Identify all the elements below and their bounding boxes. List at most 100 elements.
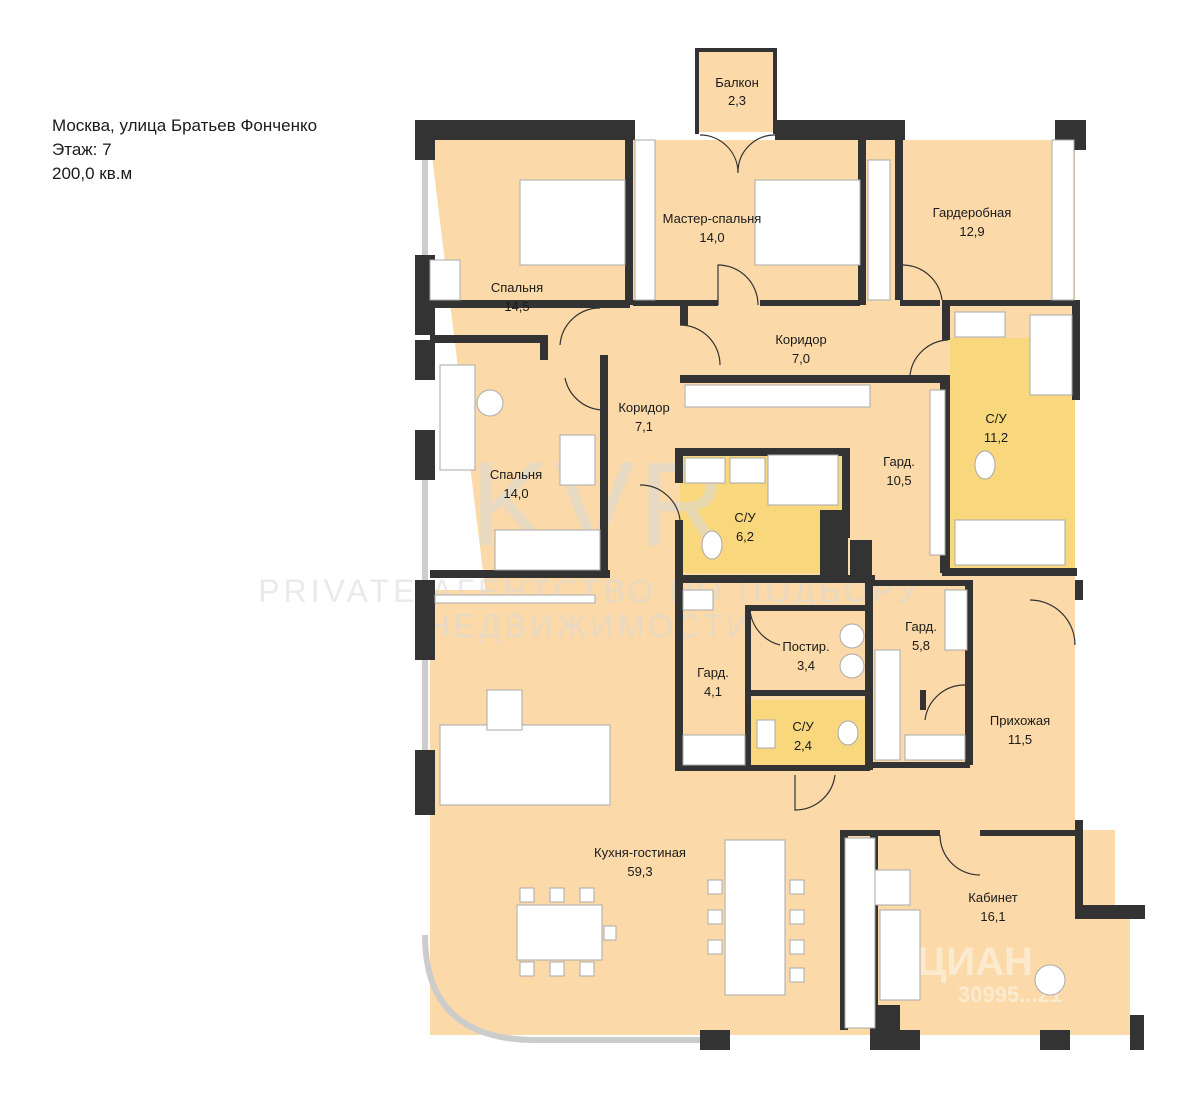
wardrobe-4-1-bottom [682, 734, 746, 766]
wall-master-bottom [633, 300, 718, 306]
wardrobe-10-5 [684, 384, 871, 408]
room-corridor2-area: 7,1 [635, 419, 653, 434]
wall-master-bottom-2 [760, 300, 860, 306]
office-armchair [1034, 964, 1066, 996]
room-balcony-area: 2,3 [728, 93, 746, 108]
bed-master [754, 179, 861, 266]
wall-top-left [415, 120, 635, 140]
wall-postir-bottom [745, 690, 865, 696]
floor-text: Этаж: 7 [52, 140, 112, 159]
door-su-2-4 [794, 774, 836, 811]
kitchen-counter [844, 837, 876, 1029]
room-labels: Балкон 2,3 Мастер-спальня 14,0 Гардеробн… [490, 75, 1050, 924]
total-area-text: 200,0 кв.м [52, 164, 133, 183]
walls [415, 48, 1145, 1050]
chair [789, 967, 805, 983]
sink-6-2-b [729, 457, 766, 484]
chair [519, 887, 535, 903]
chair [549, 961, 565, 977]
wall-gard58-bottom [870, 762, 970, 768]
sofa-corner [439, 724, 611, 806]
chair [789, 939, 805, 955]
room-gard-10-5-name: Гард. [883, 454, 915, 469]
wall-right-5 [1075, 905, 1145, 919]
sink-6-2-a [684, 457, 726, 484]
wall-left-1 [415, 120, 435, 160]
door-spalnya [559, 307, 601, 346]
floor-balcony [697, 52, 777, 132]
wall-su62-left [675, 448, 683, 483]
wall-spalnya2-right-top [540, 335, 548, 360]
wall-right-3 [1075, 580, 1083, 600]
wall-su-bottom [942, 568, 1077, 576]
room-gard-5-8-area: 5,8 [912, 638, 930, 653]
wall-left-5 [415, 580, 435, 660]
wall-master-right [858, 140, 866, 305]
wall-left-thin-2 [422, 480, 428, 580]
chair [579, 961, 595, 977]
wall-gard58-top [870, 580, 970, 586]
wall-corridor-mid [680, 375, 945, 383]
wardrobe-spalnya-bottom [429, 259, 461, 301]
wall-su62-right [842, 448, 850, 538]
room-postir-name: Постир. [782, 639, 829, 654]
room-spalnya2-area: 14,0 [503, 486, 528, 501]
chair [519, 961, 535, 977]
balcony-right [773, 48, 777, 134]
room-kabinet-area: 16,1 [980, 909, 1005, 924]
room-su-11-2-name: С/У [985, 411, 1007, 426]
wall-su-left [942, 300, 950, 340]
wall-gard41-bottom [675, 765, 755, 771]
wall-su24-bottom [745, 765, 870, 771]
room-prihozh-name: Прихожая [990, 713, 1050, 728]
room-balcony-name: Балкон [715, 75, 759, 90]
washer-2 [839, 653, 865, 679]
door-balcony [699, 134, 776, 174]
wall-left-3 [415, 340, 435, 380]
chair [579, 887, 595, 903]
toilet-6-2 [701, 530, 723, 560]
room-gard-10-5-area: 10,5 [886, 473, 911, 488]
wall-shaft-2 [850, 540, 872, 575]
wall-su62-left-2 [675, 520, 683, 580]
wall-left-4 [415, 430, 435, 480]
wall-shaft-1 [820, 510, 848, 575]
plan-header: Москва, улица Братьев Фонченко Этаж: 7 2… [52, 114, 317, 186]
wall-garderobe-bottom [900, 300, 940, 306]
window-spalnya2 [434, 594, 596, 604]
chair [603, 925, 617, 941]
sink-2-4 [756, 719, 776, 749]
door-su-11-2 [909, 339, 949, 376]
room-spalnya1-name: Спальня [491, 280, 543, 295]
wardrobe-4-1 [682, 589, 714, 611]
sink-11-2 [954, 311, 1006, 338]
desk-spalnya-14-0 [439, 364, 476, 471]
wall-spalnya-right [625, 140, 633, 305]
room-kabinet-name: Кабинет [968, 890, 1017, 905]
toilet-2-4 [837, 720, 859, 746]
room-corridor2-name: Коридор [618, 400, 669, 415]
address-text: Москва, улица Братьев Фонченко [52, 116, 318, 135]
door-su-6-2 [639, 484, 681, 521]
room-spalnya1-area: 14,5 [504, 299, 529, 314]
wall-spalnya-bottom [430, 300, 630, 308]
wall-bottom-1 [700, 1030, 730, 1050]
wall-left-thin [422, 160, 428, 255]
door-garderobe [902, 264, 943, 301]
wall-postir-left [745, 605, 751, 695]
wardrobe-corridor-left [634, 139, 656, 301]
wall-gard58-right [965, 580, 973, 765]
watermark-line2: НЕДВИЖИМОСТИ [426, 608, 753, 644]
wall-spalnya2-right [600, 355, 608, 575]
office-desk [879, 909, 921, 1001]
wardrobe-5-8 [874, 649, 901, 761]
room-spalnya2-name: Спальня [490, 467, 542, 482]
room-su-2-4-name: С/У [792, 719, 814, 734]
room-garderobe-name: Гардеробная [933, 205, 1012, 220]
wall-bottom-2 [870, 1030, 920, 1050]
wall-garderobe-left [895, 140, 903, 300]
wardrobe-entry [904, 734, 966, 761]
shower-11-2 [1029, 314, 1073, 396]
dining-table [516, 904, 603, 961]
room-su-2-4-area: 2,4 [794, 738, 812, 753]
